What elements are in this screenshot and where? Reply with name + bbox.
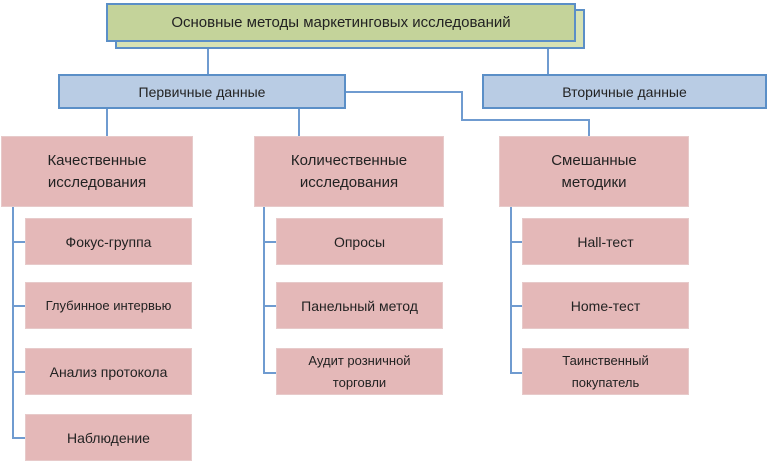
branch-quant-1 bbox=[263, 241, 277, 243]
method-panel: Панельный метод bbox=[276, 282, 443, 329]
root-node: Основные методы маркетинговых исследован… bbox=[106, 3, 576, 42]
branch-qual-2 bbox=[12, 305, 26, 307]
connector-root-secondary bbox=[547, 48, 549, 74]
node-qualitative: Качественные исследования bbox=[1, 136, 193, 207]
branch-mixed-1 bbox=[510, 241, 524, 243]
method-label: Опросы bbox=[333, 233, 386, 250]
method-protocol-analysis: Анализ протокола bbox=[25, 348, 192, 395]
node-secondary-data-label: Вторичные данные bbox=[562, 83, 687, 100]
method-retail-audit: Аудит розничной торговли bbox=[276, 348, 443, 395]
branch-qual-trunk bbox=[12, 206, 14, 438]
branch-qual-3 bbox=[12, 371, 26, 373]
method-hall-test: Hall-тест bbox=[522, 218, 689, 265]
node-secondary-data: Вторичные данные bbox=[482, 74, 767, 109]
method-label: Наблюдение bbox=[67, 429, 150, 446]
node-qualitative-label: Качественные исследования bbox=[47, 151, 147, 191]
node-mixed: Смешанные методики bbox=[499, 136, 689, 207]
method-label: Home-тест bbox=[570, 297, 641, 314]
connector-primary-quant bbox=[298, 108, 300, 136]
method-in-depth-interview: Глубинное интервью bbox=[25, 282, 192, 329]
connector-primary-mixed-h2 bbox=[461, 119, 589, 121]
branch-qual-4 bbox=[12, 437, 26, 439]
node-mixed-label: Смешанные методики bbox=[551, 151, 637, 191]
node-primary-data: Первичные данные bbox=[58, 74, 346, 109]
branch-qual-1 bbox=[12, 241, 26, 243]
connector-primary-qual bbox=[106, 108, 108, 136]
connector-root-primary bbox=[207, 48, 209, 74]
method-label: Аудит розничной торговли bbox=[308, 352, 411, 390]
branch-mixed-2 bbox=[510, 305, 524, 307]
branch-mixed-trunk bbox=[510, 206, 512, 374]
branch-quant-3 bbox=[263, 372, 277, 374]
method-mystery-shopper: Таинственный покупатель bbox=[522, 348, 689, 395]
branch-quant-2 bbox=[263, 305, 277, 307]
connector-primary-mixed-h1 bbox=[345, 91, 462, 93]
branch-mixed-3 bbox=[510, 372, 524, 374]
connector-primary-mixed-v2 bbox=[588, 119, 590, 136]
method-label: Анализ протокола bbox=[49, 363, 168, 380]
node-quantitative: Количественные исследования bbox=[254, 136, 444, 207]
method-home-test: Home-тест bbox=[522, 282, 689, 329]
method-label: Hall-тест bbox=[577, 233, 634, 250]
method-label: Таинственный покупатель bbox=[562, 352, 649, 390]
node-primary-data-label: Первичные данные bbox=[138, 83, 266, 100]
method-surveys: Опросы bbox=[276, 218, 443, 265]
root-node-label: Основные методы маркетинговых исследован… bbox=[171, 13, 511, 31]
method-label: Глубинное интервью bbox=[45, 297, 172, 313]
method-label: Панельный метод bbox=[301, 297, 418, 314]
method-label: Фокус-группа bbox=[65, 233, 152, 250]
method-focus-group: Фокус-группа bbox=[25, 218, 192, 265]
branch-quant-trunk bbox=[263, 206, 265, 374]
connector-primary-mixed-v1 bbox=[461, 91, 463, 120]
node-quantitative-label: Количественные исследования bbox=[290, 151, 408, 191]
method-observation: Наблюдение bbox=[25, 414, 192, 461]
